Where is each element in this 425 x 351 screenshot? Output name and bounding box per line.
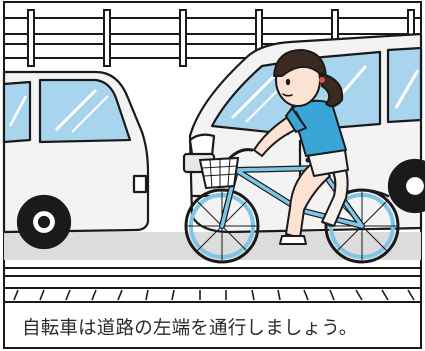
guardrail bbox=[4, 9, 421, 67]
cyclist bbox=[253, 49, 349, 245]
bike-front-wheel bbox=[184, 188, 260, 264]
caption-text: 自転車は道路の左端を通行しましょう。 bbox=[22, 318, 358, 339]
basket bbox=[198, 156, 240, 190]
road-edge-line bbox=[4, 267, 421, 303]
car bbox=[2, 70, 150, 250]
